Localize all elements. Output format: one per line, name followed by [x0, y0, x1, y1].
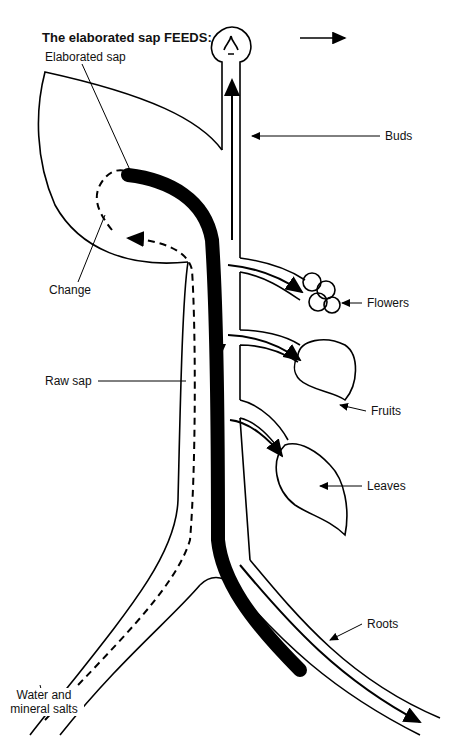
stem-left-edge [30, 262, 188, 735]
part-label: Buds [384, 129, 413, 143]
sap-to-flower [228, 265, 302, 292]
part-label: Raw sap [44, 374, 93, 388]
sap-arrow [217, 300, 219, 360]
leader-line [252, 136, 380, 137]
fruit-branch [240, 330, 300, 400]
fruit [295, 340, 356, 400]
leader-line [320, 486, 362, 487]
title: The elaborated sap FEEDS: [42, 30, 212, 45]
part-label: Fruits [370, 404, 402, 418]
leader-line [330, 624, 362, 640]
sap-to-root [240, 565, 420, 722]
sap-to-leaf [230, 420, 282, 456]
change-loop [97, 170, 128, 230]
title-arrow [300, 37, 345, 39]
stem-bud [211, 27, 250, 258]
leaf-branch [240, 400, 288, 560]
flower [303, 273, 321, 291]
sap-root-line [218, 560, 232, 590]
sap-to-fruit [228, 335, 300, 360]
leader-line [98, 381, 186, 382]
leader-line [342, 303, 362, 304]
part-label: Elaborated sap [44, 50, 127, 64]
right-root-outer [232, 585, 420, 735]
part-label: Flowers [366, 296, 410, 310]
leader-line [82, 64, 130, 170]
flower [324, 297, 340, 313]
large-leaf [38, 72, 222, 263]
elaborated-sap-band [128, 175, 300, 670]
part-label: Leaves [366, 479, 407, 493]
raw-sap-line [45, 238, 195, 720]
leader-line [340, 405, 366, 411]
part-label: Roots [366, 617, 399, 631]
input-label: Water and mineral salts [4, 688, 84, 716]
small-leaf [276, 444, 347, 535]
part-label: Change [48, 283, 92, 297]
leader-line [78, 215, 105, 282]
flower-branch-bottom [240, 272, 300, 330]
bud-detail [224, 36, 238, 54]
sap-to-bud [231, 80, 233, 240]
